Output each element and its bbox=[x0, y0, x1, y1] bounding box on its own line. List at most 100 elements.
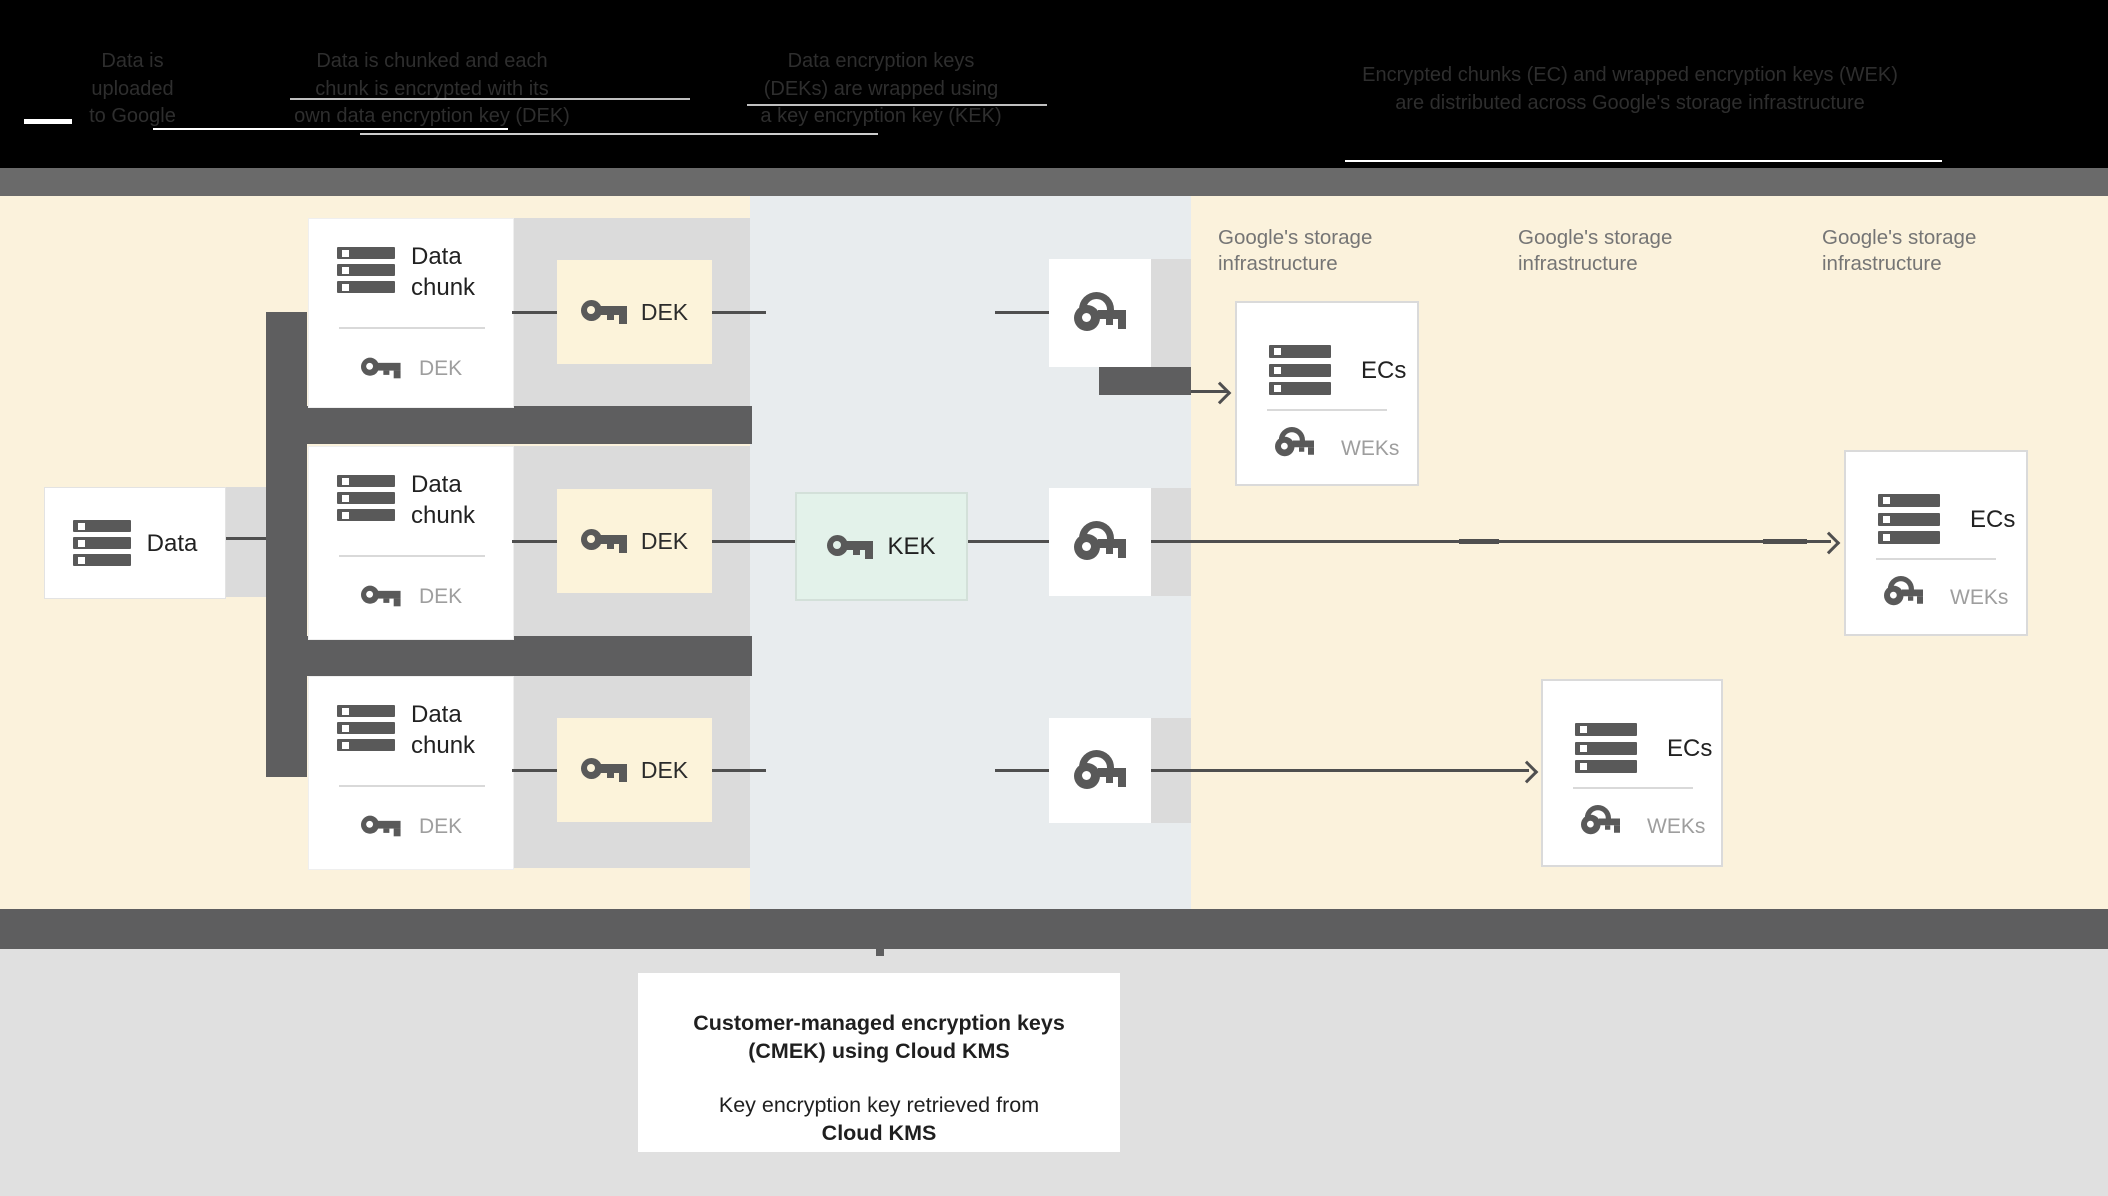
chunk-divider bbox=[339, 785, 485, 787]
dek-box-2: DEK bbox=[557, 489, 712, 593]
dek2-to-kek-line bbox=[712, 540, 795, 543]
cmek-caption-box: Customer-managed encryption keys (CMEK) … bbox=[638, 973, 1120, 1152]
ecs-box-1: ECs WEKs bbox=[1235, 301, 1419, 486]
top-gray-band bbox=[0, 168, 2108, 196]
chunk-dek-label: DEK bbox=[419, 815, 463, 838]
kek-key-icon bbox=[827, 532, 874, 562]
header-divider-dash bbox=[24, 119, 72, 124]
arrow3-head bbox=[1515, 760, 1539, 784]
data-chunk-stack-icon bbox=[337, 705, 395, 751]
chunk3-to-dek3-line bbox=[512, 769, 557, 772]
arrow1-line bbox=[1191, 390, 1227, 393]
dek-box-label: DEK bbox=[640, 527, 689, 554]
dek-key-icon bbox=[580, 526, 627, 556]
data-connector-strip bbox=[223, 487, 266, 597]
chunk-dek-label: DEK bbox=[419, 585, 463, 608]
kek-box-label: KEK bbox=[887, 533, 936, 560]
ecs-label: ECs bbox=[1667, 735, 1713, 762]
weks-label: WEKs bbox=[1950, 586, 2009, 609]
row-divider-bar-1 bbox=[266, 406, 752, 444]
dek1-out-line bbox=[712, 311, 766, 314]
weks-key-icon bbox=[1884, 576, 1923, 608]
wrap-key-box-3 bbox=[1049, 718, 1151, 823]
weks-key-icon bbox=[1275, 427, 1314, 459]
caption-line-2: (CMEK) using Cloud KMS bbox=[748, 1039, 1010, 1063]
wrap1-in-line bbox=[995, 311, 1049, 314]
ecs-stack-icon bbox=[1269, 345, 1331, 395]
dek-key-icon bbox=[361, 583, 401, 609]
ecs-divider bbox=[1573, 787, 1693, 789]
ecs-box-3: ECs WEKs bbox=[1541, 679, 1723, 867]
wrap-key-icon bbox=[1074, 749, 1126, 792]
header-divider-a bbox=[290, 98, 690, 100]
arrow2-thick-seg-b bbox=[1763, 539, 1807, 544]
dek-key-icon bbox=[580, 297, 627, 327]
data-split-trunk bbox=[266, 312, 307, 777]
dek-box-3: DEK bbox=[557, 718, 712, 822]
ecs-label: ECs bbox=[1361, 357, 1407, 384]
kek-box: KEK bbox=[795, 492, 968, 601]
arrow1-head bbox=[1208, 381, 1232, 405]
data-chunk-box-3: Data chunk DEK bbox=[308, 676, 514, 870]
diagram-canvas: Data Data chunk DEK Data chunk DEK Data … bbox=[0, 196, 2108, 909]
storage-label-3: Google's storage infrastructure bbox=[1822, 226, 1977, 275]
header-divider-b bbox=[747, 104, 1047, 106]
data-chunk-title: Data chunk bbox=[411, 701, 476, 759]
data-stack-icon bbox=[72, 520, 131, 566]
wrap-key-box-2 bbox=[1049, 488, 1151, 596]
caption-spacer bbox=[638, 1065, 1120, 1091]
chunk-divider bbox=[339, 555, 485, 557]
arrow2-head bbox=[1817, 531, 1841, 555]
weks-label: WEKs bbox=[1647, 815, 1706, 838]
dek-key-icon bbox=[580, 755, 627, 785]
dek3-out-line bbox=[712, 769, 766, 772]
data-chunk-stack-icon bbox=[337, 247, 395, 293]
wrap1-dark-connector bbox=[1099, 367, 1191, 395]
chunk2-to-dek2-line bbox=[512, 540, 557, 543]
arrow2-thick-seg-a bbox=[1459, 539, 1499, 544]
wrap-key-icon bbox=[1074, 292, 1126, 334]
ecs-box-2: ECs WEKs bbox=[1844, 450, 2028, 636]
wrap-key-icon bbox=[1074, 521, 1126, 563]
ecs-label: ECs bbox=[1970, 506, 2016, 533]
caption-line-1: Customer-managed encryption keys bbox=[693, 1011, 1065, 1035]
caption-line-3: Key encryption key retrieved from bbox=[718, 1093, 1040, 1117]
storage-label-2: Google's storage infrastructure bbox=[1518, 226, 1673, 275]
header-divider-e bbox=[1345, 160, 1942, 162]
dek-box-1: DEK bbox=[557, 260, 712, 364]
caption-line-4: Cloud KMS bbox=[821, 1121, 937, 1145]
header-divider-d bbox=[360, 133, 878, 135]
step-caption-2: Data is chunked and each chunk is encryp… bbox=[294, 50, 570, 127]
wrap1-strip bbox=[1151, 259, 1191, 367]
data-chunk-box-1: Data chunk DEK bbox=[308, 218, 514, 408]
dek-box-label: DEK bbox=[640, 756, 689, 783]
dek-key-icon bbox=[361, 355, 401, 381]
ecs-stack-icon bbox=[1575, 723, 1637, 773]
kms-caption-connector bbox=[876, 949, 884, 956]
wrap-key-box-1 bbox=[1049, 259, 1151, 367]
chunk-divider bbox=[339, 327, 485, 329]
chunk1-to-dek1-line bbox=[512, 311, 557, 314]
dek-key-icon bbox=[361, 813, 401, 839]
data-chunk-title: Data chunk bbox=[411, 243, 476, 301]
data-chunk-stack-icon bbox=[337, 475, 395, 521]
ecs-stack-icon bbox=[1878, 494, 1940, 544]
ecs-divider bbox=[1267, 409, 1387, 411]
step-caption-1: Data is uploaded to Google bbox=[89, 50, 176, 127]
arrow3-line bbox=[1151, 769, 1529, 772]
data-to-trunk-line bbox=[223, 537, 266, 540]
header-divider-c bbox=[153, 128, 508, 130]
dek-box-label: DEK bbox=[640, 298, 689, 325]
data-chunk-box-2: Data chunk DEK bbox=[308, 446, 514, 640]
step-caption-4: Encrypted chunks (EC) and wrapped encryp… bbox=[1362, 64, 1898, 114]
row-divider-bar-2 bbox=[266, 636, 752, 676]
data-box-label: Data bbox=[146, 529, 198, 557]
header-bar: Data is uploaded to Google Data is chunk… bbox=[0, 0, 2108, 168]
data-chunk-title: Data chunk bbox=[411, 471, 476, 529]
step-caption-3: Data encryption keys (DEKs) are wrapped … bbox=[760, 50, 1002, 127]
weks-label: WEKs bbox=[1341, 437, 1400, 460]
data-box: Data bbox=[44, 487, 226, 599]
storage-label-1: Google's storage infrastructure bbox=[1218, 226, 1373, 275]
weks-key-icon bbox=[1581, 805, 1620, 837]
